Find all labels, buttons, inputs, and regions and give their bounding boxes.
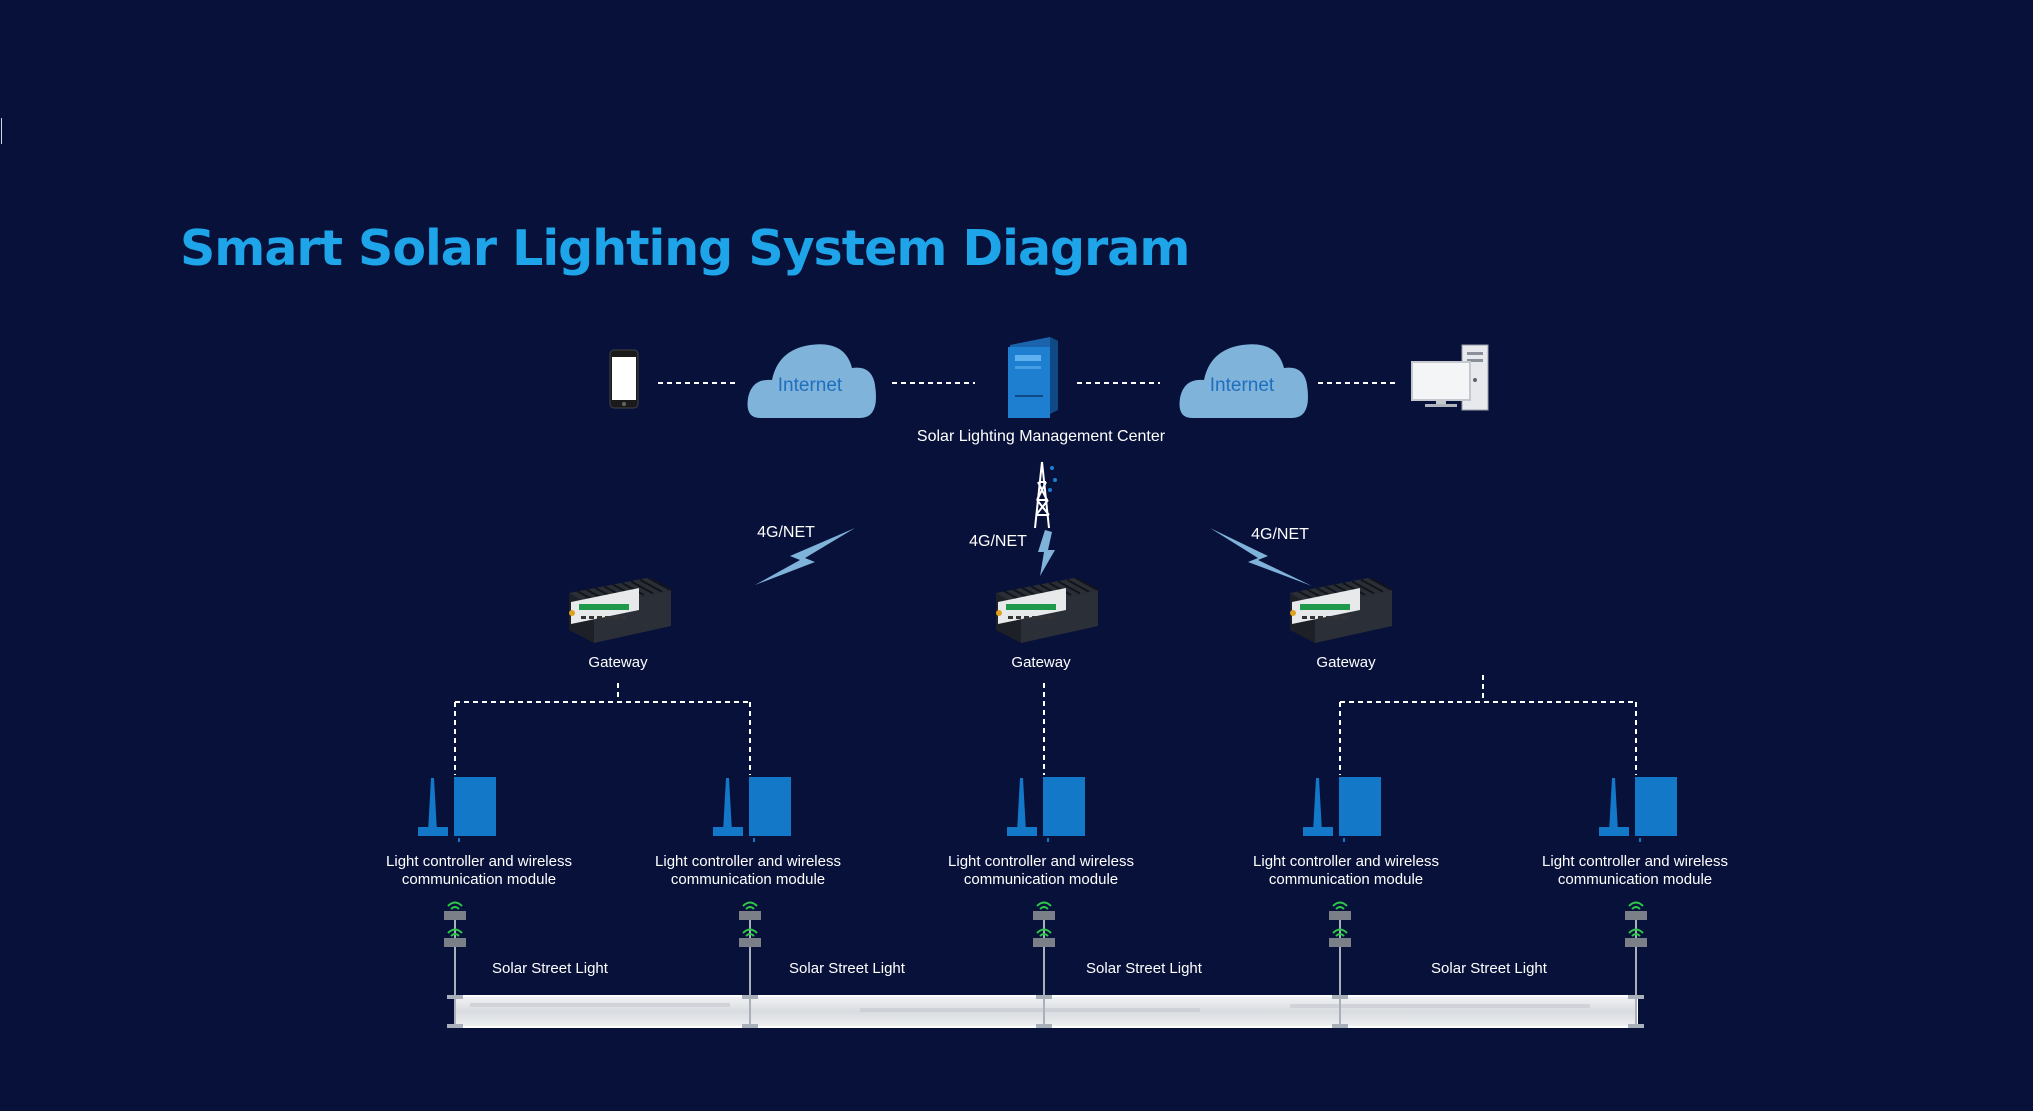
wifi-icon — [1628, 928, 1644, 937]
link-label-left: 4G/NET — [757, 524, 815, 541]
gateway-links — [454, 675, 1637, 775]
controller-box-icon — [1043, 777, 1085, 842]
management-center-label: Solar Lighting Management Center — [916, 428, 1166, 445]
antenna-icon — [1007, 778, 1037, 836]
street-light-icon — [1033, 901, 1055, 1028]
street-light-label: Solar Street Light — [1086, 960, 1202, 977]
gateway-device-icon — [1290, 577, 1393, 643]
gateway-device-icon — [996, 577, 1099, 643]
street-light-icon — [739, 901, 761, 1028]
antenna-icon — [1599, 778, 1629, 836]
street-light-bus — [454, 995, 1638, 1028]
controller-box-icon — [749, 777, 791, 842]
street-light-label: Solar Street Light — [789, 960, 905, 977]
controller-box-icon — [454, 777, 496, 842]
street-light-icon — [1625, 901, 1647, 1028]
smartphone-icon — [609, 349, 639, 409]
wifi-icon — [1036, 901, 1052, 910]
antenna-icon — [1303, 778, 1333, 836]
wifi-icon — [1036, 928, 1052, 937]
text-cursor — [1, 118, 2, 144]
cloud-icon: Internet — [1179, 344, 1308, 418]
controller-module — [1303, 777, 1381, 842]
gateway-device-icon — [569, 577, 672, 643]
wifi-icon — [1332, 928, 1348, 937]
street-light-icon — [444, 901, 466, 1028]
link-label-center: 4G/NET — [969, 533, 1027, 550]
lightning-icon — [1038, 530, 1055, 576]
desktop-computer-icon — [1411, 344, 1489, 411]
wifi-icon — [1628, 901, 1644, 910]
lightning-icon — [755, 528, 855, 585]
lightning-icon — [1210, 528, 1312, 586]
cloud-right-label: Internet — [1210, 375, 1275, 396]
cloud-icon: Internet — [747, 344, 876, 418]
link-label-right: 4G/NET — [1251, 526, 1309, 543]
wifi-icon — [742, 901, 758, 910]
controller-module — [1599, 777, 1677, 842]
wifi-icon — [1332, 901, 1348, 910]
gateway-label: Gateway — [1316, 654, 1376, 671]
gateway-label: Gateway — [1011, 654, 1071, 671]
street-light-label: Solar Street Light — [492, 960, 608, 977]
wifi-icon — [447, 901, 463, 910]
street-light-icon — [1329, 901, 1351, 1028]
controller-module — [713, 777, 791, 842]
signal-tower-icon — [1034, 461, 1057, 529]
server-icon — [1008, 337, 1058, 418]
wifi-icon — [742, 928, 758, 937]
page-title: Smart Solar Lighting System Diagram — [180, 220, 1190, 277]
controller-box-icon — [1339, 777, 1381, 842]
controller-module — [1007, 777, 1085, 842]
gateway-label: Gateway — [588, 654, 648, 671]
street-light-label: Solar Street Light — [1431, 960, 1547, 977]
antenna-icon — [418, 778, 448, 836]
wifi-icon — [447, 928, 463, 937]
antenna-icon — [713, 778, 743, 836]
controller-box-icon — [1635, 777, 1677, 842]
controller-module — [418, 777, 496, 842]
cloud-left-label: Internet — [778, 375, 843, 396]
